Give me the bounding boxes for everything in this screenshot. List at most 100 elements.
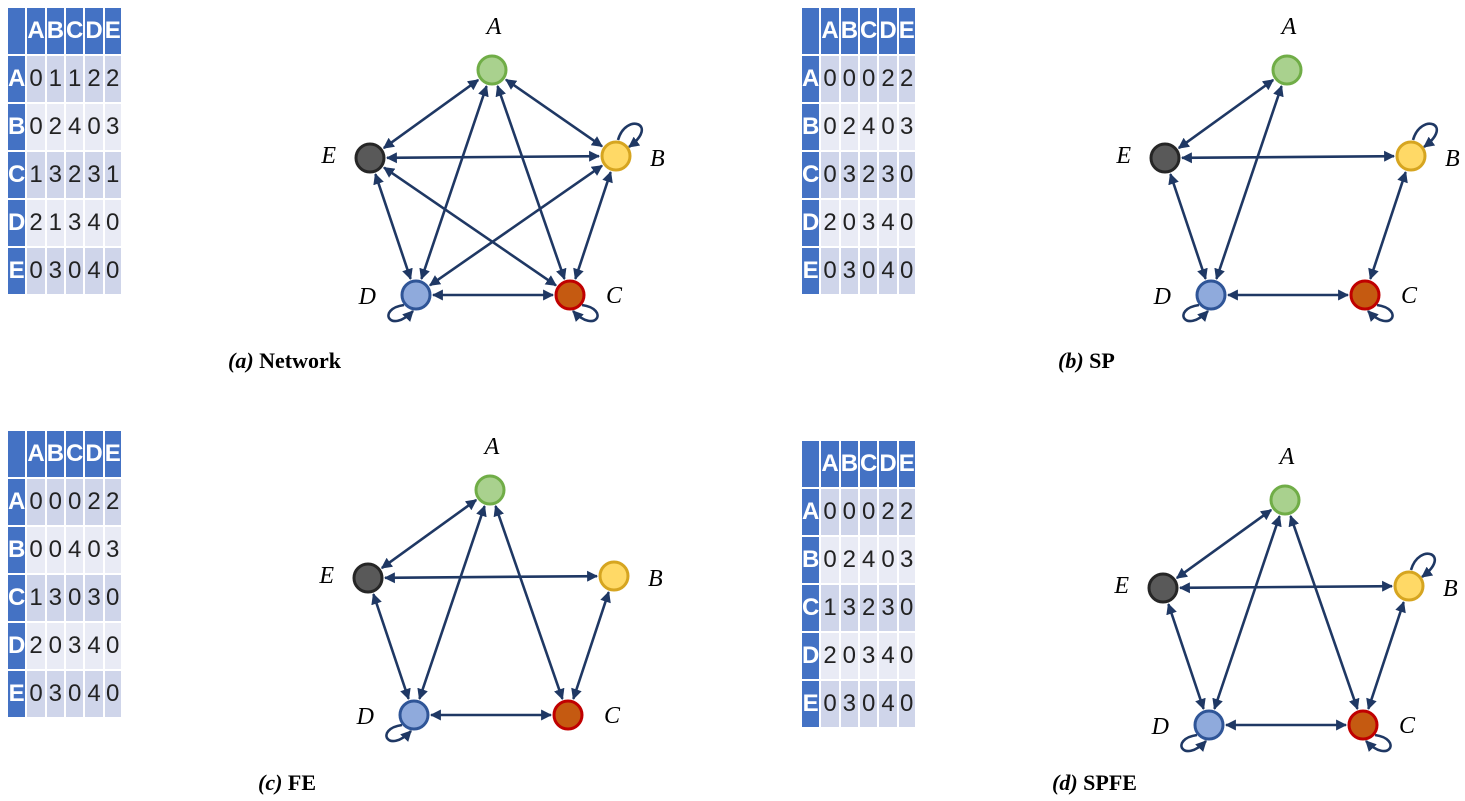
matrix-cell: 0 <box>66 479 84 525</box>
node-label-d: D <box>1151 714 1169 740</box>
column-header: A <box>821 441 839 487</box>
matrix-cell: 3 <box>46 671 65 717</box>
node-label-c: C <box>604 703 621 729</box>
matrix-cell: 0 <box>821 152 839 198</box>
matrix-cell: 0 <box>66 248 84 294</box>
matrix-cell: 3 <box>840 681 859 727</box>
matrix-cell: 4 <box>879 200 897 246</box>
edge-a-e <box>382 78 480 150</box>
matrix-cell: 1 <box>821 585 839 631</box>
matrix-cell: 3 <box>66 623 84 669</box>
matrix-cell: 2 <box>898 489 915 535</box>
node-label-c: C <box>606 283 623 309</box>
matrix-cell: 0 <box>840 200 859 246</box>
matrix-cell: 2 <box>879 489 897 535</box>
self-loop-c <box>572 303 599 323</box>
edge-b-d <box>429 164 603 287</box>
matrix-cell: 3 <box>879 585 897 631</box>
matrix-cell: 0 <box>898 200 915 246</box>
matrix-cell: 0 <box>104 575 121 621</box>
node-label-b: B <box>1443 576 1458 602</box>
row-header: C <box>802 152 820 198</box>
node-b <box>598 560 630 592</box>
edge-d-e <box>373 173 413 280</box>
matrix-cell: 0 <box>821 537 839 583</box>
row-header: E <box>8 248 26 294</box>
edge-b-c <box>1368 171 1408 280</box>
edge-b-e <box>1178 580 1394 594</box>
node-d <box>400 279 432 311</box>
edge-a-e <box>1177 78 1275 150</box>
column-header: B <box>840 8 859 54</box>
row-header: B <box>8 527 26 573</box>
column-header: C <box>66 431 84 477</box>
node-c <box>1349 279 1381 311</box>
matrix-cell: 2 <box>821 633 839 679</box>
matrix-cell: 2 <box>860 585 878 631</box>
node-b <box>1393 570 1425 602</box>
matrix-cell: 3 <box>840 585 859 631</box>
edge-a-c <box>1288 515 1360 710</box>
node-label-d: D <box>1153 284 1171 310</box>
matrix-cell: 0 <box>104 200 121 246</box>
caption-text: FE <box>287 770 317 795</box>
node-label-e: E <box>1115 143 1131 169</box>
matrix-cell: 3 <box>860 200 878 246</box>
matrix-cell: 4 <box>85 248 103 294</box>
node-label-e: E <box>318 563 334 589</box>
caption-text: SPFE <box>1083 770 1137 795</box>
matrix-cell: 3 <box>85 575 103 621</box>
node-e <box>1147 572 1179 604</box>
caption-network: (a) Network <box>228 348 341 374</box>
edge-d-e <box>1166 603 1206 710</box>
matrix-cell: 4 <box>85 623 103 669</box>
matrix-cell: 4 <box>879 248 897 294</box>
self-loop-b <box>616 122 644 149</box>
node-label-e: E <box>320 143 336 169</box>
edge-a-e <box>380 498 478 570</box>
edge-d-e <box>371 593 411 700</box>
edge-d-e <box>1168 173 1208 280</box>
matrix-cell: 3 <box>46 152 65 198</box>
matrix-cell: 0 <box>821 489 839 535</box>
row-header: B <box>802 537 820 583</box>
column-header: E <box>104 8 121 54</box>
matrix-cell: 0 <box>898 681 915 727</box>
matrix-cell: 0 <box>840 633 859 679</box>
row-header: E <box>802 681 820 727</box>
matrix-cell: 3 <box>898 537 915 583</box>
matrix-cell: 0 <box>85 104 103 150</box>
matrix-cell: 0 <box>27 479 45 525</box>
matrix-cell: 0 <box>104 623 121 669</box>
matrix-cell: 0 <box>27 527 45 573</box>
row-header: B <box>802 104 820 150</box>
row-header: C <box>8 575 26 621</box>
table-corner <box>8 431 26 477</box>
edge-a-e <box>1175 508 1273 580</box>
column-header: D <box>85 8 103 54</box>
matrix-cell: 2 <box>85 56 103 102</box>
node-a <box>1269 484 1301 516</box>
matrix-cell: 0 <box>46 623 65 669</box>
matrix-cell: 0 <box>104 671 121 717</box>
edge-b-e <box>385 150 601 164</box>
column-header: B <box>46 431 65 477</box>
matrix-cell: 2 <box>840 104 859 150</box>
matrix-cell: 2 <box>898 56 915 102</box>
node-label-d: D <box>356 704 374 730</box>
matrix-cell: 0 <box>27 248 45 294</box>
node-label-c: C <box>1401 283 1418 309</box>
